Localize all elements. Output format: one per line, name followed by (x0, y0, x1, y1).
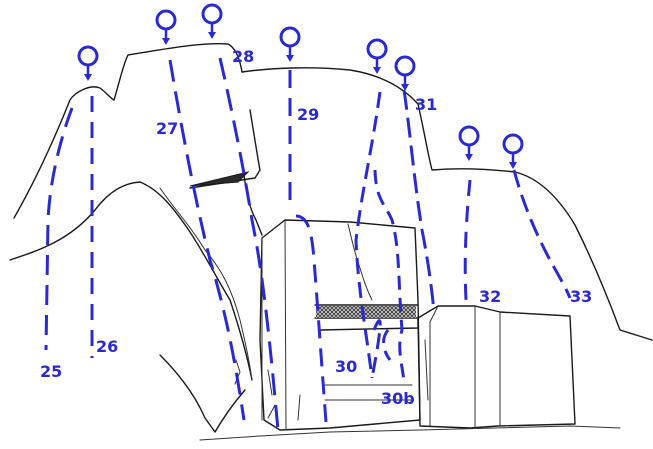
route-line-31 (404, 90, 434, 312)
route-line-28 (220, 58, 278, 430)
route-line-30 (356, 92, 380, 378)
route-label-31: 31 (415, 95, 437, 114)
route-label-25: 25 (40, 362, 62, 381)
anchors (79, 5, 522, 169)
route-label-27: 27 (156, 119, 178, 138)
route-label-30: 30 (335, 357, 357, 376)
route-line-27 (170, 60, 244, 420)
central-block-face (262, 220, 286, 430)
anchor-ring-icon (157, 11, 175, 45)
route-label-33: 33 (570, 287, 592, 306)
route-label-29: 29 (297, 105, 319, 124)
lower-left-base (160, 355, 245, 432)
inner-ridge-edge (160, 188, 252, 380)
roof-shadow (190, 172, 248, 186)
rock-outline (10, 44, 652, 440)
anchor-ring-icon (368, 40, 386, 74)
route-labels: 25 26 27 28 29 30 30b 31 32 33 (40, 47, 592, 408)
anchor-ring-icon (396, 57, 414, 91)
anchor-ring-icon (504, 135, 522, 169)
anchor-ring-icon (203, 5, 221, 39)
ground (200, 426, 620, 440)
anchor-ring-icon (281, 28, 299, 62)
right-blocks (418, 306, 575, 428)
route-label-32: 32 (479, 287, 501, 306)
route-line-32 (465, 180, 470, 300)
route-label-30b: 30b (381, 389, 415, 408)
route-label-28: 28 (232, 47, 254, 66)
route-line-25 (46, 108, 72, 350)
anchor-ring-icon (79, 47, 97, 81)
left-pinnacle (14, 44, 242, 218)
route-line-30b (375, 170, 404, 385)
anchor-ring-icon (460, 127, 478, 161)
route-line-33 (514, 170, 570, 298)
route-label-26: 26 (96, 337, 118, 356)
right-blocks-seams (430, 306, 500, 428)
